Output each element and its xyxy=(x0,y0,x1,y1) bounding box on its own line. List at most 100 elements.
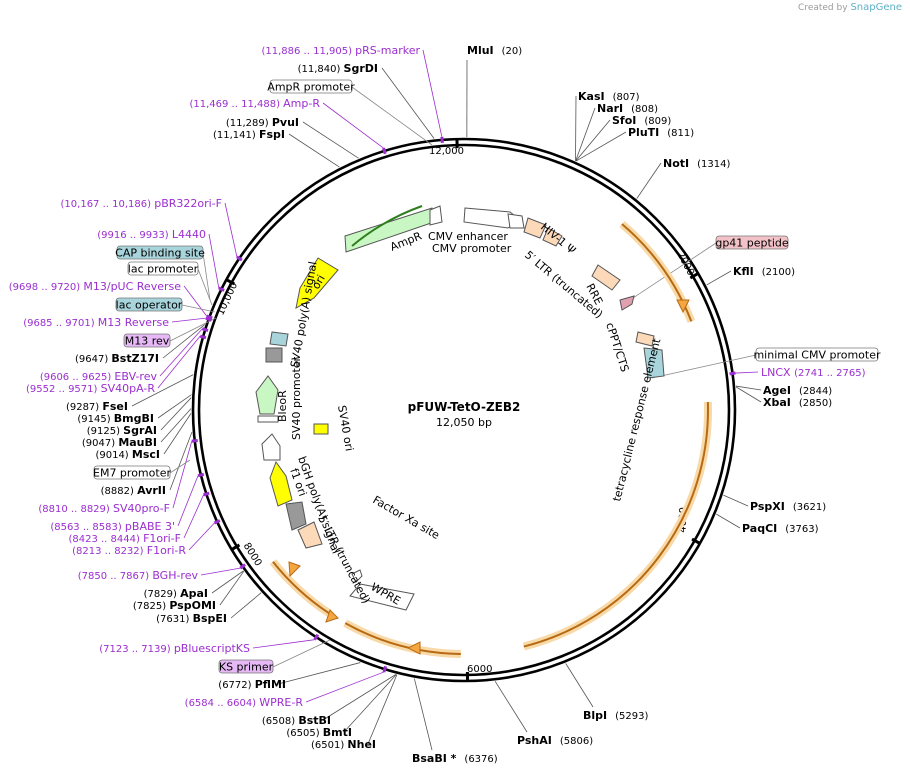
enzyme-maubi[interactable]: (9047) MauBI xyxy=(82,436,157,449)
orange-feature-0[interactable] xyxy=(621,223,693,322)
box-label-minimal-cmv-promoter[interactable]: minimal CMV promoter xyxy=(753,349,881,362)
enzyme-bmgbi[interactable]: (9145) BmgBI xyxy=(77,412,154,425)
orange-feature-3[interactable] xyxy=(272,561,330,615)
enzyme-nhei[interactable]: (6501) NheI xyxy=(311,738,376,751)
feature-label-ori-8[interactable]: ori xyxy=(309,273,327,292)
primer-pbr322ori-f[interactable]: (10,167 .. 10,186) pBR322ori-F xyxy=(61,197,222,210)
feature-bleor-arrow[interactable] xyxy=(255,375,279,415)
feature-ampr-promoter-block[interactable] xyxy=(429,205,443,226)
enzyme-bsabi[interactable]: BsaBI *(6376) xyxy=(412,752,498,765)
primer-range: (8213 .. 8232) xyxy=(72,546,147,557)
primer-f1ori-f[interactable]: (8423 .. 8444) F1ori-F xyxy=(68,532,181,545)
enzyme-pspomi[interactable]: (7825) PspOMI xyxy=(133,599,216,612)
feature-bgh-pa-block[interactable] xyxy=(285,501,307,531)
primer-ebv-rev[interactable]: (9606 .. 9625) EBV-rev xyxy=(40,370,158,383)
feature-label-bleor-10[interactable]: BleoR xyxy=(276,390,289,422)
primer-m13-puc-reverse[interactable]: (9698 .. 9720) M13/pUC Reverse xyxy=(9,280,181,293)
box-label-gp41-peptide[interactable]: gp41 peptide xyxy=(715,237,789,250)
primer-pbabe-3[interactable]: (8563 .. 8583) pBABE 3' xyxy=(50,520,175,533)
box-label-em7-promoter[interactable]: EM7 promoter xyxy=(93,467,171,480)
feature-label-cppt-cts-6[interactable]: cPPT/CTS xyxy=(603,321,631,374)
enzyme-kfli[interactable]: KflI(2100) xyxy=(733,265,795,278)
enzyme-pflmi[interactable]: (6772) PflMI xyxy=(218,678,286,691)
feature-sv40-ori-block[interactable] xyxy=(313,423,329,435)
feature-ltr-truncated-left[interactable] xyxy=(297,521,323,549)
enzyme-bstz17i[interactable]: (9647) BstZ17I xyxy=(75,352,159,365)
enzyme-position: (809) xyxy=(644,116,671,127)
enzyme-bspei[interactable]: (7631) BspEI xyxy=(156,612,227,625)
enzyme-nari[interactable]: NarI(808) xyxy=(597,102,658,115)
box-label-lac-operator[interactable]: lac operator xyxy=(116,299,183,312)
feature-label-cmv-enhancer-1[interactable]: CMV enhancer xyxy=(428,230,508,243)
primer-pbluescriptks[interactable]: (7123 .. 7139) pBluescriptKS xyxy=(99,642,250,655)
feature-ori-arrow[interactable] xyxy=(295,257,339,309)
primer-lncx[interactable]: LNCX (2741 .. 2765) xyxy=(761,366,866,379)
enzyme-bmti[interactable]: (6505) BmtI xyxy=(286,726,352,739)
enzyme-pvui[interactable]: (11,289) PvuI xyxy=(226,116,299,129)
enzyme-pluti[interactable]: PluTI(811) xyxy=(628,126,694,139)
snapgene-watermark: Created by SnapGene xyxy=(798,2,902,13)
enzyme-paqci[interactable]: PaqCI(3763) xyxy=(742,522,819,535)
box-label-ks-primer[interactable]: KS primer xyxy=(219,661,274,674)
leader-pbluescriptks xyxy=(252,639,315,649)
feature-em7-block[interactable] xyxy=(257,415,279,423)
enzyme-position: (6508) xyxy=(262,716,298,727)
box-label-m13-rev[interactable]: M13 rev xyxy=(125,335,170,348)
feature-f1-ori-arrow[interactable] xyxy=(269,460,293,507)
primer-sv40pa-r[interactable]: (9552 .. 9571) SV40pA-R xyxy=(26,382,155,395)
feature-rre-block[interactable] xyxy=(591,264,621,291)
feature-cppt-block[interactable] xyxy=(635,331,655,347)
box-label-lac-promoter[interactable]: lac promoter xyxy=(128,263,199,276)
enzyme-bstbi[interactable]: (6508) BstBI xyxy=(262,714,331,727)
feature-ltr-truncated-right[interactable] xyxy=(523,217,547,239)
enzyme-sgrdi[interactable]: (11,840) SgrDI xyxy=(298,62,378,75)
feature-gp41-block[interactable] xyxy=(619,295,635,311)
primer-mark-sv40pro-f xyxy=(191,438,198,443)
feature-lac-operator-block[interactable] xyxy=(269,331,289,347)
enzyme-avrii[interactable]: (8882) AvrII xyxy=(101,484,166,497)
primer-sv40pro-f[interactable]: (8810 .. 8829) SV40pro-F xyxy=(38,502,170,515)
primer-l4440[interactable]: (9916 .. 9933) L4440 xyxy=(97,228,206,241)
feature-hiv-psi-block[interactable] xyxy=(542,227,563,247)
feature-ampr-arrow[interactable] xyxy=(344,207,435,253)
enzyme-agei[interactable]: AgeI(2844) xyxy=(763,384,832,397)
primer-bgh-rev[interactable]: (7850 .. 7867) BGH-rev xyxy=(78,569,199,582)
enzyme-msci[interactable]: (9014) MscI xyxy=(95,448,160,461)
feature-arrows xyxy=(191,136,736,673)
primer-wpre-r[interactable]: (6584 .. 6604) WPRE-R xyxy=(185,696,304,709)
box-label-ampr-promoter[interactable]: AmpR promoter xyxy=(267,81,355,94)
feature-cmv-promoter-arrow[interactable] xyxy=(507,213,525,229)
primer-m13-reverse[interactable]: (9685 .. 9701) M13 Reverse xyxy=(23,316,169,329)
enzyme-mlui[interactable]: MluI(20) xyxy=(467,44,522,57)
enzyme-apai[interactable]: (7829) ApaI xyxy=(144,587,208,600)
enzyme-position: (20) xyxy=(502,46,523,57)
primer-amp-r[interactable]: (11,469 .. 11,488) Amp-R xyxy=(189,97,320,110)
enzyme-noti[interactable]: NotI(1314) xyxy=(663,157,730,170)
feature-wpre-block[interactable] xyxy=(349,583,415,611)
primer-f1ori-r[interactable]: (8213 .. 8232) F1ori-R xyxy=(72,544,186,557)
enzyme-blpi[interactable]: BlpI(5293) xyxy=(583,709,648,722)
feature-label-sv40-ori-12[interactable]: SV40 ori xyxy=(335,404,356,452)
feature-label-factor-xa-site-16[interactable]: Factor Xa site xyxy=(371,493,442,542)
feature-label-5-ltr-truncated-15[interactable]: 5′ LTR (truncated) xyxy=(315,513,372,605)
orange-feature-1[interactable] xyxy=(523,402,709,648)
feature-sv40-pa-block[interactable] xyxy=(265,347,283,363)
enzyme-fsei[interactable]: (9287) FseI xyxy=(66,400,128,413)
feature-label-sv40-promoter-11[interactable]: SV40 promoter xyxy=(290,356,303,440)
feature-label-cmv-promoter-2[interactable]: CMV promoter xyxy=(432,242,512,255)
feature-factor-xa-block[interactable] xyxy=(351,569,363,583)
feature-tre-block[interactable] xyxy=(643,347,665,379)
enzyme-sfoi[interactable]: SfoI(809) xyxy=(612,114,671,127)
enzyme-pspxi[interactable]: PspXI(3621) xyxy=(750,500,826,513)
feature-sv40-promoter-arrow[interactable] xyxy=(261,433,281,461)
enzyme-fspi[interactable]: (11,141) FspI xyxy=(213,128,285,141)
feature-label-sv40-poly-a-signal-9[interactable]: SV40 poly(A) signal xyxy=(288,260,319,368)
enzyme-xbai[interactable]: XbaI(2850) xyxy=(763,396,832,409)
enzyme-kasi[interactable]: KasI(807) xyxy=(578,90,640,103)
box-label-cap-binding-site[interactable]: CAP binding site xyxy=(115,247,205,260)
leader-box-gp41-peptide xyxy=(629,242,717,301)
primer-prs-marker[interactable]: (11,886 .. 11,905) pRS-marker xyxy=(261,44,420,57)
enzyme-pshai[interactable]: PshAI(5806) xyxy=(517,734,593,747)
orange-feature-2[interactable] xyxy=(344,622,461,655)
enzyme-sgrai[interactable]: (9125) SgrAI xyxy=(87,424,157,437)
